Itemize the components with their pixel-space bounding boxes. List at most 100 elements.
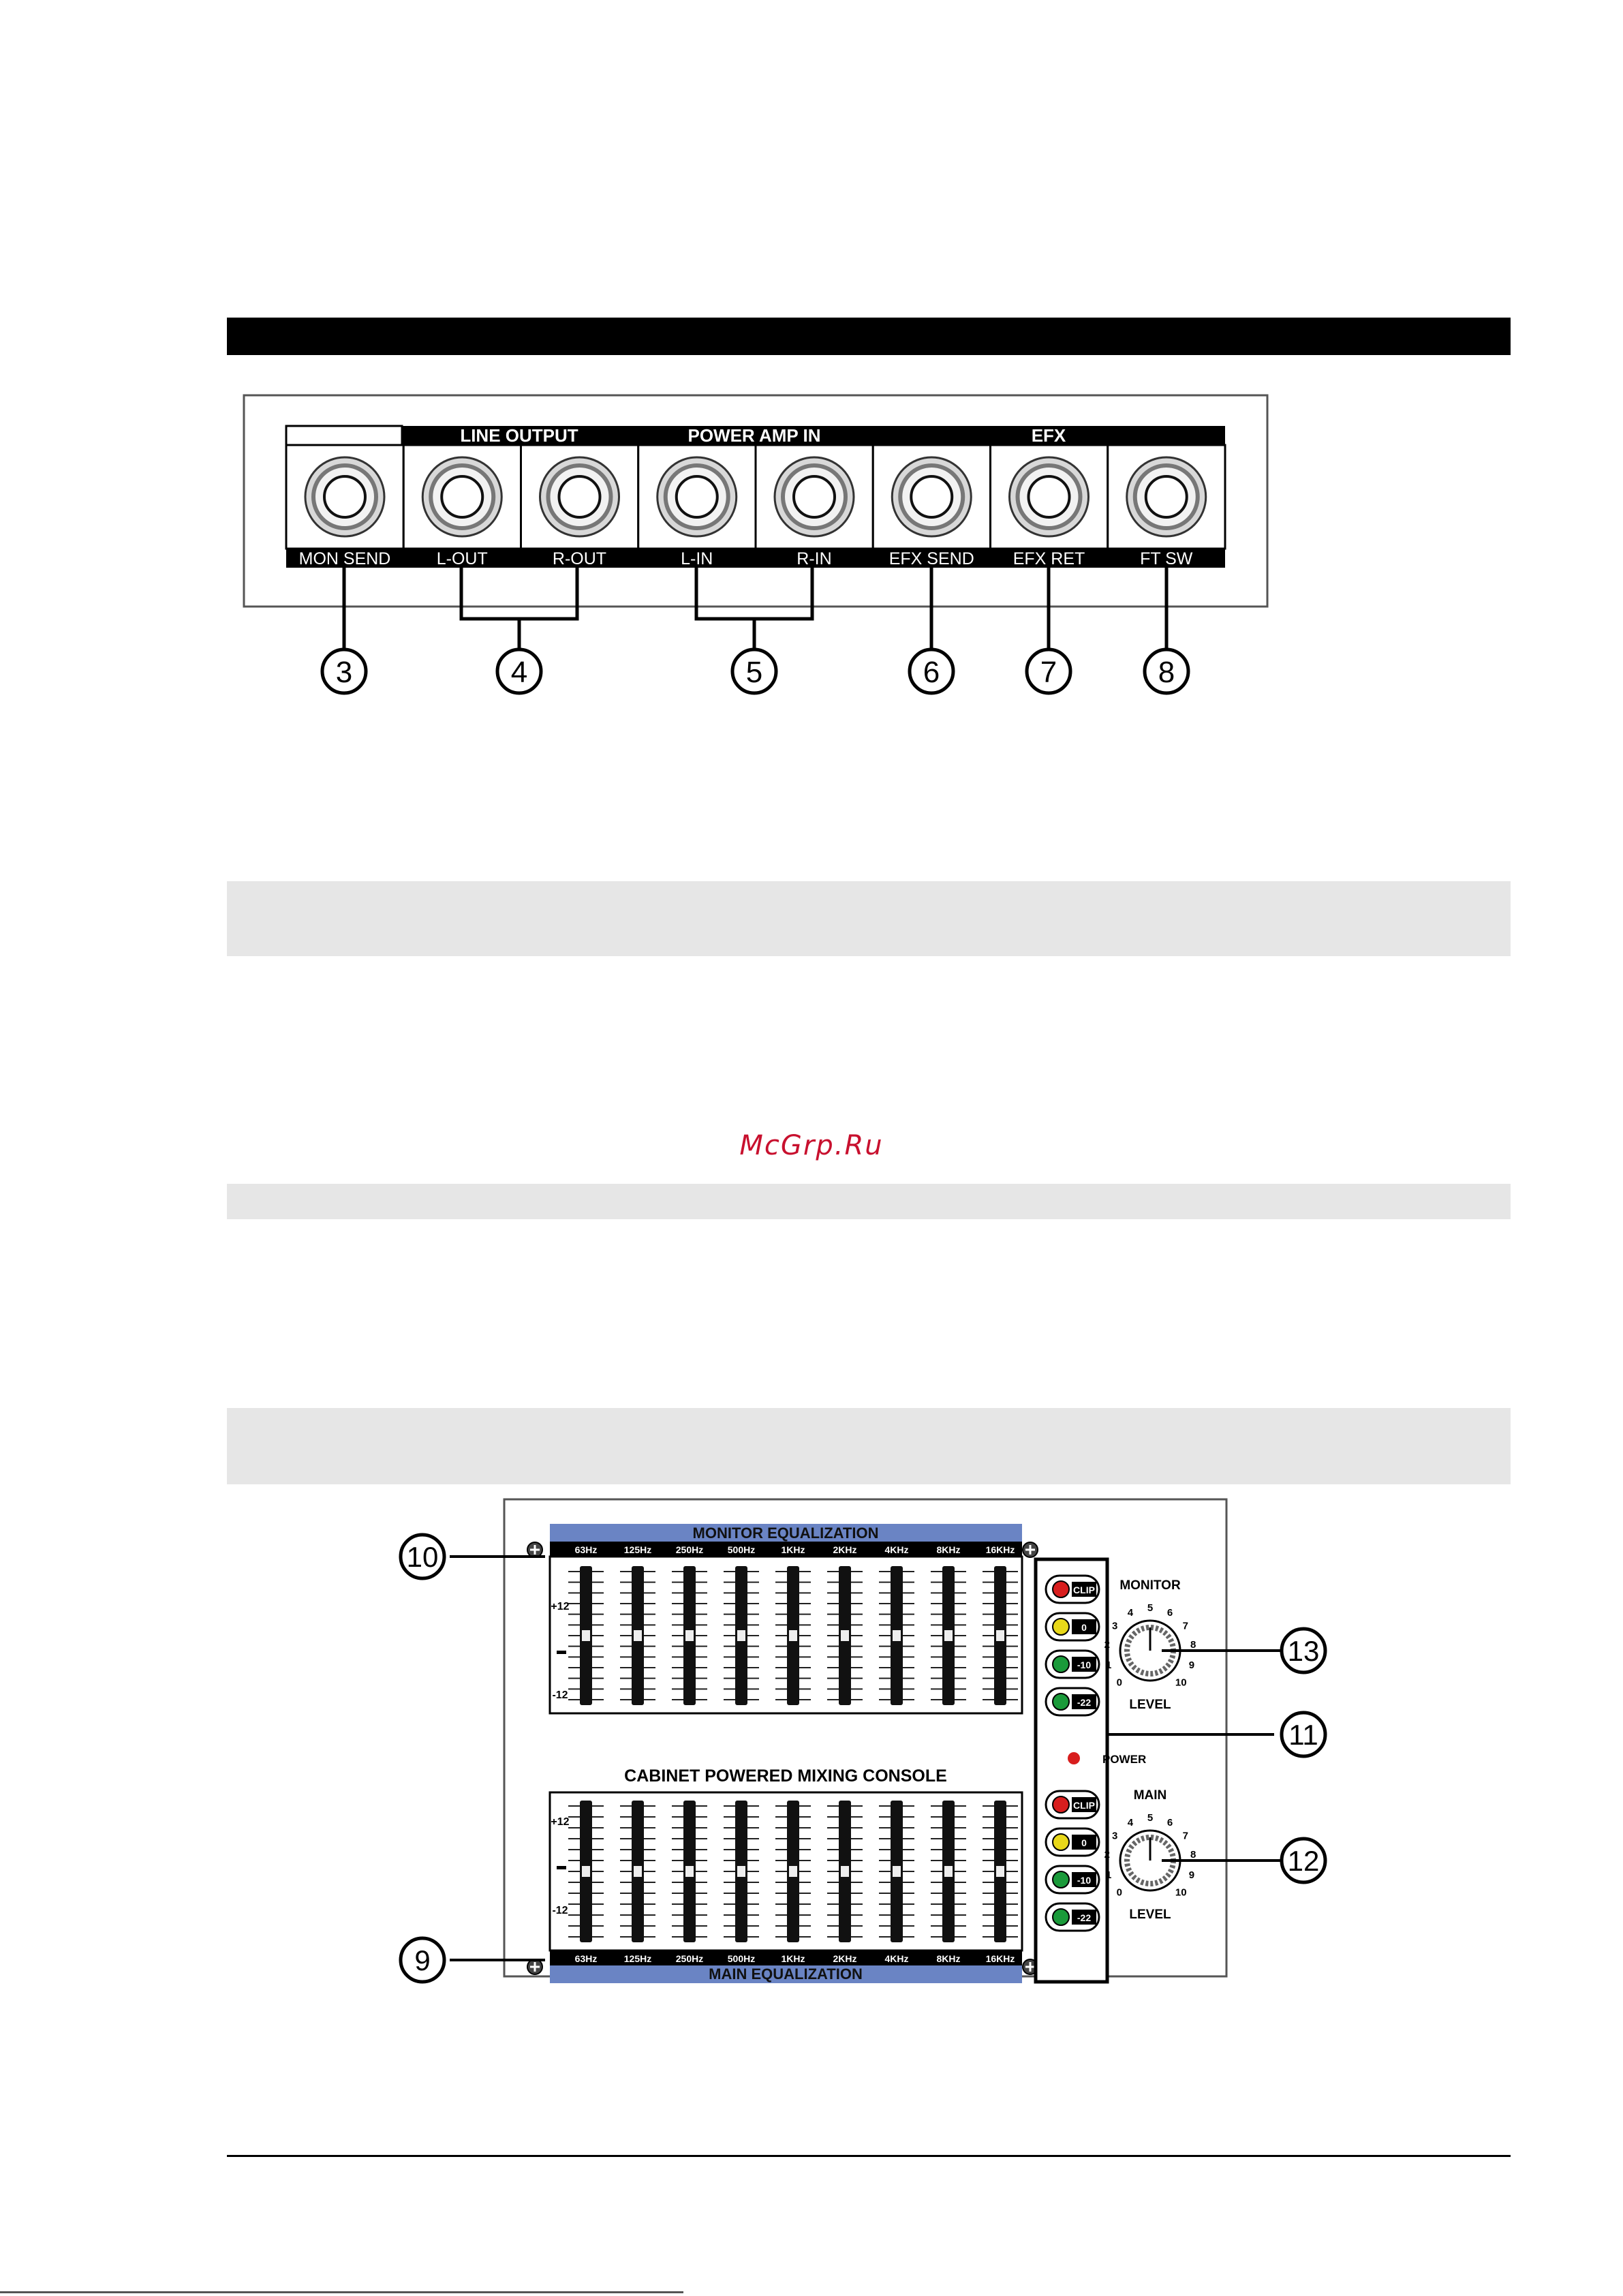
callout-7 [1025,647,1072,695]
meter-label: CLIP [1073,1585,1095,1595]
main-band-strip [550,1950,1022,1965]
callout-10 [399,1533,446,1580]
main-scale-bottom: -12 [552,1905,568,1916]
band-label: 125Hz [624,1544,651,1555]
callout-8 [1143,647,1190,695]
knob-mark: 8 [1190,1849,1196,1861]
knob-mark: 2 [1104,1639,1110,1651]
monitor-eq-title-bar [550,1524,1022,1542]
meter-label: -10 [1077,1875,1091,1886]
efx-label: EFX [1032,425,1066,446]
section-header-bar [227,318,1511,355]
main-eq-title-bar [550,1965,1022,1983]
callout-5 [730,647,778,695]
meter-led [1052,1908,1070,1926]
callout-number: 9 [414,1944,430,1976]
efx-header [872,426,1225,445]
page-edge-line [0,2291,683,2293]
band-label: 16KHz [986,1953,1015,1964]
eq-slider-knob [841,1630,849,1641]
band-label: 1KHz [781,1544,805,1555]
knob-mark: 0 [1117,1677,1122,1688]
knob-mark: 4 [1128,1607,1134,1619]
callout-number: 12 [1288,1845,1320,1877]
callout-number: 13 [1288,1635,1320,1667]
blank-label-box [285,425,403,446]
knob-mark: 10 [1175,1677,1187,1688]
band-label: 2KHz [833,1953,856,1964]
grey-heading-band [227,1408,1511,1484]
knob-name: MAIN [1134,1788,1167,1803]
callout-9 [399,1936,446,1984]
eq-slider-knob [893,1630,901,1641]
callout-3 [320,647,368,695]
line-output-label: LINE OUTPUT [460,425,578,446]
main-eq-title: MAIN EQUALIZATION [709,1965,863,1983]
jack-label-4: R-IN [797,549,831,568]
meter-label: 0 [1081,1622,1087,1633]
meter-led [1052,1833,1070,1851]
band-label: 2KHz [833,1544,856,1555]
eq-slider-knob [737,1866,745,1877]
monitor-scale-top: +12 [551,1601,569,1612]
band-label: 8KHz [936,1953,960,1964]
callout-4 [495,647,543,695]
meter-label: 0 [1081,1837,1087,1848]
meter-label: -22 [1077,1697,1091,1708]
jack-label-6: EFX RET [1013,549,1085,568]
jack-label-5: EFX SEND [889,549,974,568]
callout-11 [1280,1711,1327,1758]
eq-slider-knob [582,1630,590,1641]
band-label: 63Hz [575,1544,598,1555]
callout-number: 11 [1288,1719,1318,1751]
grey-heading-band [227,881,1511,956]
eq-slider-knob [582,1866,590,1877]
callout-number: 6 [923,656,940,689]
watermark-text: McGrp.Ru [739,1130,884,1161]
meter-led [1052,1796,1070,1813]
jack-label-3: L-IN [681,549,713,568]
eq-slider-knob [634,1630,642,1641]
band-label: 1KHz [781,1953,805,1964]
eq-slider-knob [893,1866,901,1877]
callout-13 [1280,1627,1327,1674]
knob-mark: 2 [1104,1849,1110,1861]
knob-sub-label: LEVEL [1129,1698,1171,1712]
jack-label-2: R-OUT [553,549,606,568]
knob-mark: 5 [1147,1812,1153,1824]
eq-slider-knob [944,1866,953,1877]
power-amp-in-label: POWER AMP IN [687,425,820,446]
knob-mark: 6 [1167,1607,1173,1619]
band-label: 500Hz [728,1544,755,1555]
jack-label-0: MON SEND [299,549,391,568]
meter-label: -10 [1077,1659,1091,1670]
band-label: 500Hz [728,1953,755,1964]
eq-slider-knob [996,1866,1004,1877]
knob-mark: 3 [1112,1830,1117,1841]
knob-name: MONITOR [1119,1578,1181,1593]
jack-socket [440,475,484,519]
meter-label: CLIP [1073,1800,1095,1811]
callout-number: 8 [1158,656,1175,689]
knob-mark: 8 [1190,1639,1196,1651]
meter-led [1052,1618,1070,1636]
callout-6 [908,647,955,695]
callout-12 [1280,1837,1327,1884]
monitor-scale-bottom: -12 [552,1689,568,1701]
band-label: 4KHz [884,1953,908,1964]
knob-mark: 10 [1175,1886,1187,1898]
eq-slider-knob [634,1866,642,1877]
meter-led [1052,1693,1070,1711]
jack-socket [910,475,954,519]
power-led [1068,1752,1080,1764]
power-label: POWER [1102,1753,1146,1766]
main-scale-top: +12 [551,1816,569,1828]
eq-slider-knob [737,1630,745,1641]
jack-label-strip [286,549,1225,568]
meter-led [1052,1580,1070,1598]
knob-mark: 1 [1106,1869,1111,1881]
jack-socket [323,475,367,519]
line-output-header [402,426,637,445]
callout-number: 3 [336,656,352,689]
